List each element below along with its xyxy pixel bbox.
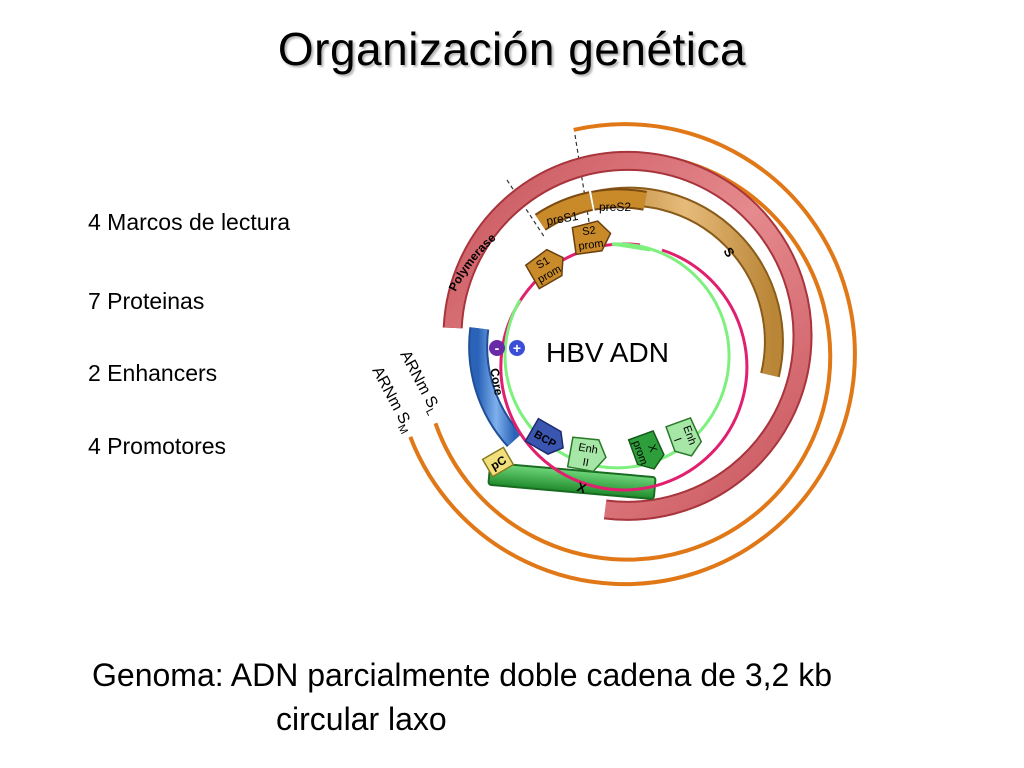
page-title: Organización genética — [277, 23, 747, 75]
xprom-element: X prom — [627, 430, 665, 470]
s2-prom-element: S2 prom — [571, 220, 612, 256]
s2-prom-label-a: S2 — [582, 224, 597, 238]
bcp-element: BCP — [524, 417, 564, 455]
transcript-sl-sub: L — [423, 407, 436, 418]
plus-strand-marker — [509, 340, 525, 356]
boundary-dashed-pres2 — [574, 134, 591, 229]
pres1-label: preS1 — [545, 209, 579, 228]
enh1-element: Enh I — [665, 416, 703, 457]
xprom-label-a: X — [645, 443, 659, 455]
transcript-arc-sl — [408, 122, 857, 587]
enh1-label-b: I — [671, 436, 683, 443]
fact-promoters: 4 Promotores — [88, 433, 227, 459]
s2-prom-label-b: prom — [578, 238, 604, 253]
minus-strand-marker — [489, 340, 505, 356]
core-label: Core — [487, 367, 506, 397]
center-label: HBV ADN — [546, 337, 669, 368]
fact-reading-frames: 4 Marcos de lectura — [88, 209, 290, 235]
pres2-label: preS2 — [599, 200, 631, 214]
boundary-dashed-pres1 — [506, 179, 546, 239]
enh2-label-a: Enh — [577, 441, 598, 456]
pc-box: pC — [481, 446, 515, 478]
caption-line-2: circular laxo — [276, 701, 447, 737]
s1-prom-element: S1 prom — [524, 248, 564, 290]
enh2-label-b: II — [582, 456, 590, 469]
fact-enhancers: 2 Enhancers — [88, 360, 218, 386]
enh2-element: Enh II — [566, 436, 607, 473]
s1-prom-label-a: S1 — [534, 255, 552, 272]
inner-strand-pink — [499, 242, 749, 492]
minus-strand-label: - — [495, 340, 500, 356]
plus-strand-label: + — [513, 340, 521, 356]
caption-line-1: Genoma: ADN parcialmente doble cadena de… — [92, 657, 833, 693]
fact-proteins: 7 Proteinas — [88, 288, 205, 314]
